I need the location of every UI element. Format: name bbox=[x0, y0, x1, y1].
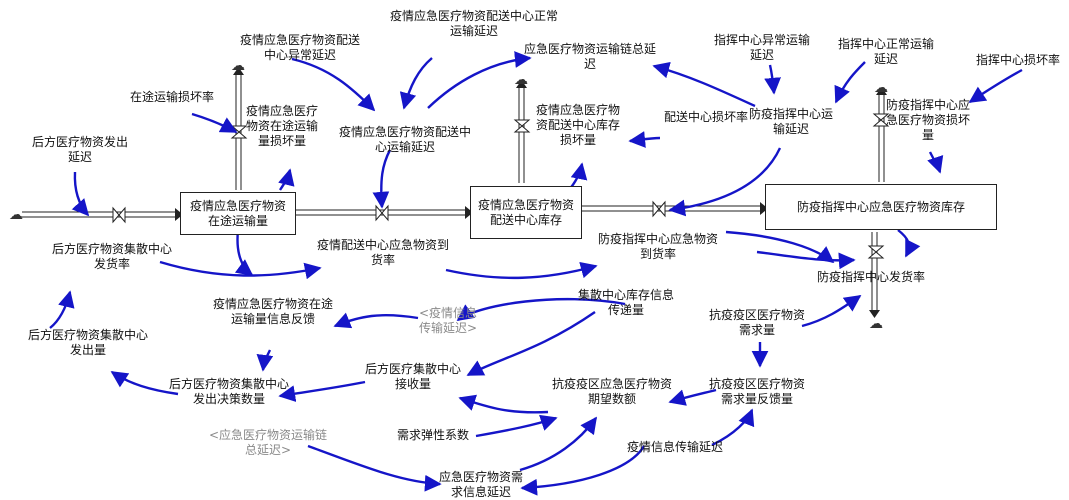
valve-icon bbox=[872, 113, 890, 127]
flow-center-loss bbox=[518, 88, 525, 183]
var-dist-center-transport-delay: 疫情应急医疗物资配送中心运输延迟 bbox=[338, 125, 471, 154]
valve-icons bbox=[112, 113, 890, 259]
var-rear-send-delay: 后方医疗物资发出延迟 bbox=[32, 135, 129, 164]
var-center-inventory-info: 集散中心库存信息传递量 bbox=[577, 288, 674, 317]
stock-label: 疫情应急医疗物资配送中心库存 bbox=[477, 197, 574, 227]
var-hq-damage-rate: 指挥中心损坏率 bbox=[975, 53, 1060, 67]
var-hq-damage-amount: 防疫指挥中心应急医疗物资损坏量 bbox=[885, 98, 970, 142]
valve-icon bbox=[375, 204, 389, 222]
var-hq-abnormal-delay: 指挥中心异常运输延迟 bbox=[714, 33, 811, 62]
var-hq-normal-delay: 指挥中心正常运输延迟 bbox=[838, 37, 935, 66]
var-transit-damage-amount: 疫情应急医疗物资在途运输量损坏量 bbox=[246, 104, 319, 148]
var-info-transfer-delay: 疫情信息传输延迟 bbox=[627, 440, 724, 454]
var-elasticity: 需求弹性系数 bbox=[396, 428, 469, 442]
var-expected-amount: 抗疫疫区应急医疗物资期望数额 bbox=[551, 377, 672, 406]
var-hq-transport-delay: 防疫指挥中心运输延迟 bbox=[749, 107, 834, 136]
var-rear-send-amount: 后方医疗物资集散中心发出量 bbox=[28, 328, 149, 357]
stock-transit-inventory[interactable]: 疫情应急医疗物资在途运输量 bbox=[180, 192, 296, 235]
cloud-icon: ☁ bbox=[514, 72, 528, 88]
flow-hq-loss bbox=[878, 95, 885, 182]
cloud-icon: ☁ bbox=[874, 80, 888, 96]
var-transit-info-feedback: 疫情应急医疗物资在途运输量信息反馈 bbox=[212, 297, 333, 326]
flow-hq-out bbox=[871, 232, 878, 310]
var-rear-decision-amount: 后方医疗物资集散中心发出决策数量 bbox=[169, 377, 290, 406]
stock-label: 疫情应急医疗物资在途运输量 bbox=[189, 198, 286, 228]
var-transit-damage-rate: 在途运输损坏率 bbox=[129, 90, 214, 104]
cloud-icon: ☁ bbox=[231, 58, 245, 74]
stock-hq-inventory[interactable]: 防疫指挥中心应急医疗物资库存 bbox=[765, 184, 997, 230]
var-demand-info-delay: 应急医疗物资需求信息延迟 bbox=[439, 470, 524, 499]
flow-arrowheads bbox=[175, 67, 887, 318]
var-rear-receive-amount: 后方医疗集散中心接收量 bbox=[365, 362, 462, 391]
valve-icon bbox=[652, 200, 666, 218]
var-dist-center-normal-delay: 疫情应急医疗物资配送中心正常运输延迟 bbox=[389, 9, 558, 38]
var-rear-dispatch-rate: 后方医疗物资集散中心发货率 bbox=[51, 242, 172, 271]
stock-distribution-center-inventory[interactable]: 疫情应急医疗物资配送中心库存 bbox=[470, 186, 582, 239]
valve-icon bbox=[513, 119, 531, 133]
var-dist-center-damage-rate: 配送中心损坏率 bbox=[663, 110, 748, 124]
var-supply-chain-delay: 应急医疗物资运输链总延迟 bbox=[523, 42, 656, 71]
var-info-delay-shadow: <疫情信息传输延迟> bbox=[418, 306, 478, 335]
cloud-icon: ☁ bbox=[869, 316, 883, 332]
cloud-icon: ☁ bbox=[9, 207, 23, 223]
var-hq-arrival-rate: 防疫指挥中心应急物资到货率 bbox=[597, 232, 718, 261]
var-demand: 抗疫疫区医疗物资需求量 bbox=[708, 308, 805, 337]
valve-icon bbox=[867, 245, 885, 259]
var-hq-shipping-rate: 防疫指挥中心发货率 bbox=[816, 270, 925, 284]
var-dist-center-abnormal-delay: 疫情应急医疗物资配送中心异常延迟 bbox=[239, 33, 360, 62]
var-center-arrival-rate: 疫情配送中心应急物资到货率 bbox=[316, 238, 449, 267]
valve-icon bbox=[112, 206, 126, 224]
stock-label: 防疫指挥中心应急医疗物资库存 bbox=[796, 199, 965, 214]
var-demand-feedback: 抗疫疫区医疗物资需求量反馈量 bbox=[708, 377, 805, 406]
var-supply-chain-delay-shadow: <应急医疗物资运输链总延迟> bbox=[208, 428, 328, 457]
flow-inflow-transit bbox=[22, 211, 175, 218]
var-center-damage-amount: 疫情应急医疗物资配送中心库存损坏量 bbox=[535, 103, 620, 147]
